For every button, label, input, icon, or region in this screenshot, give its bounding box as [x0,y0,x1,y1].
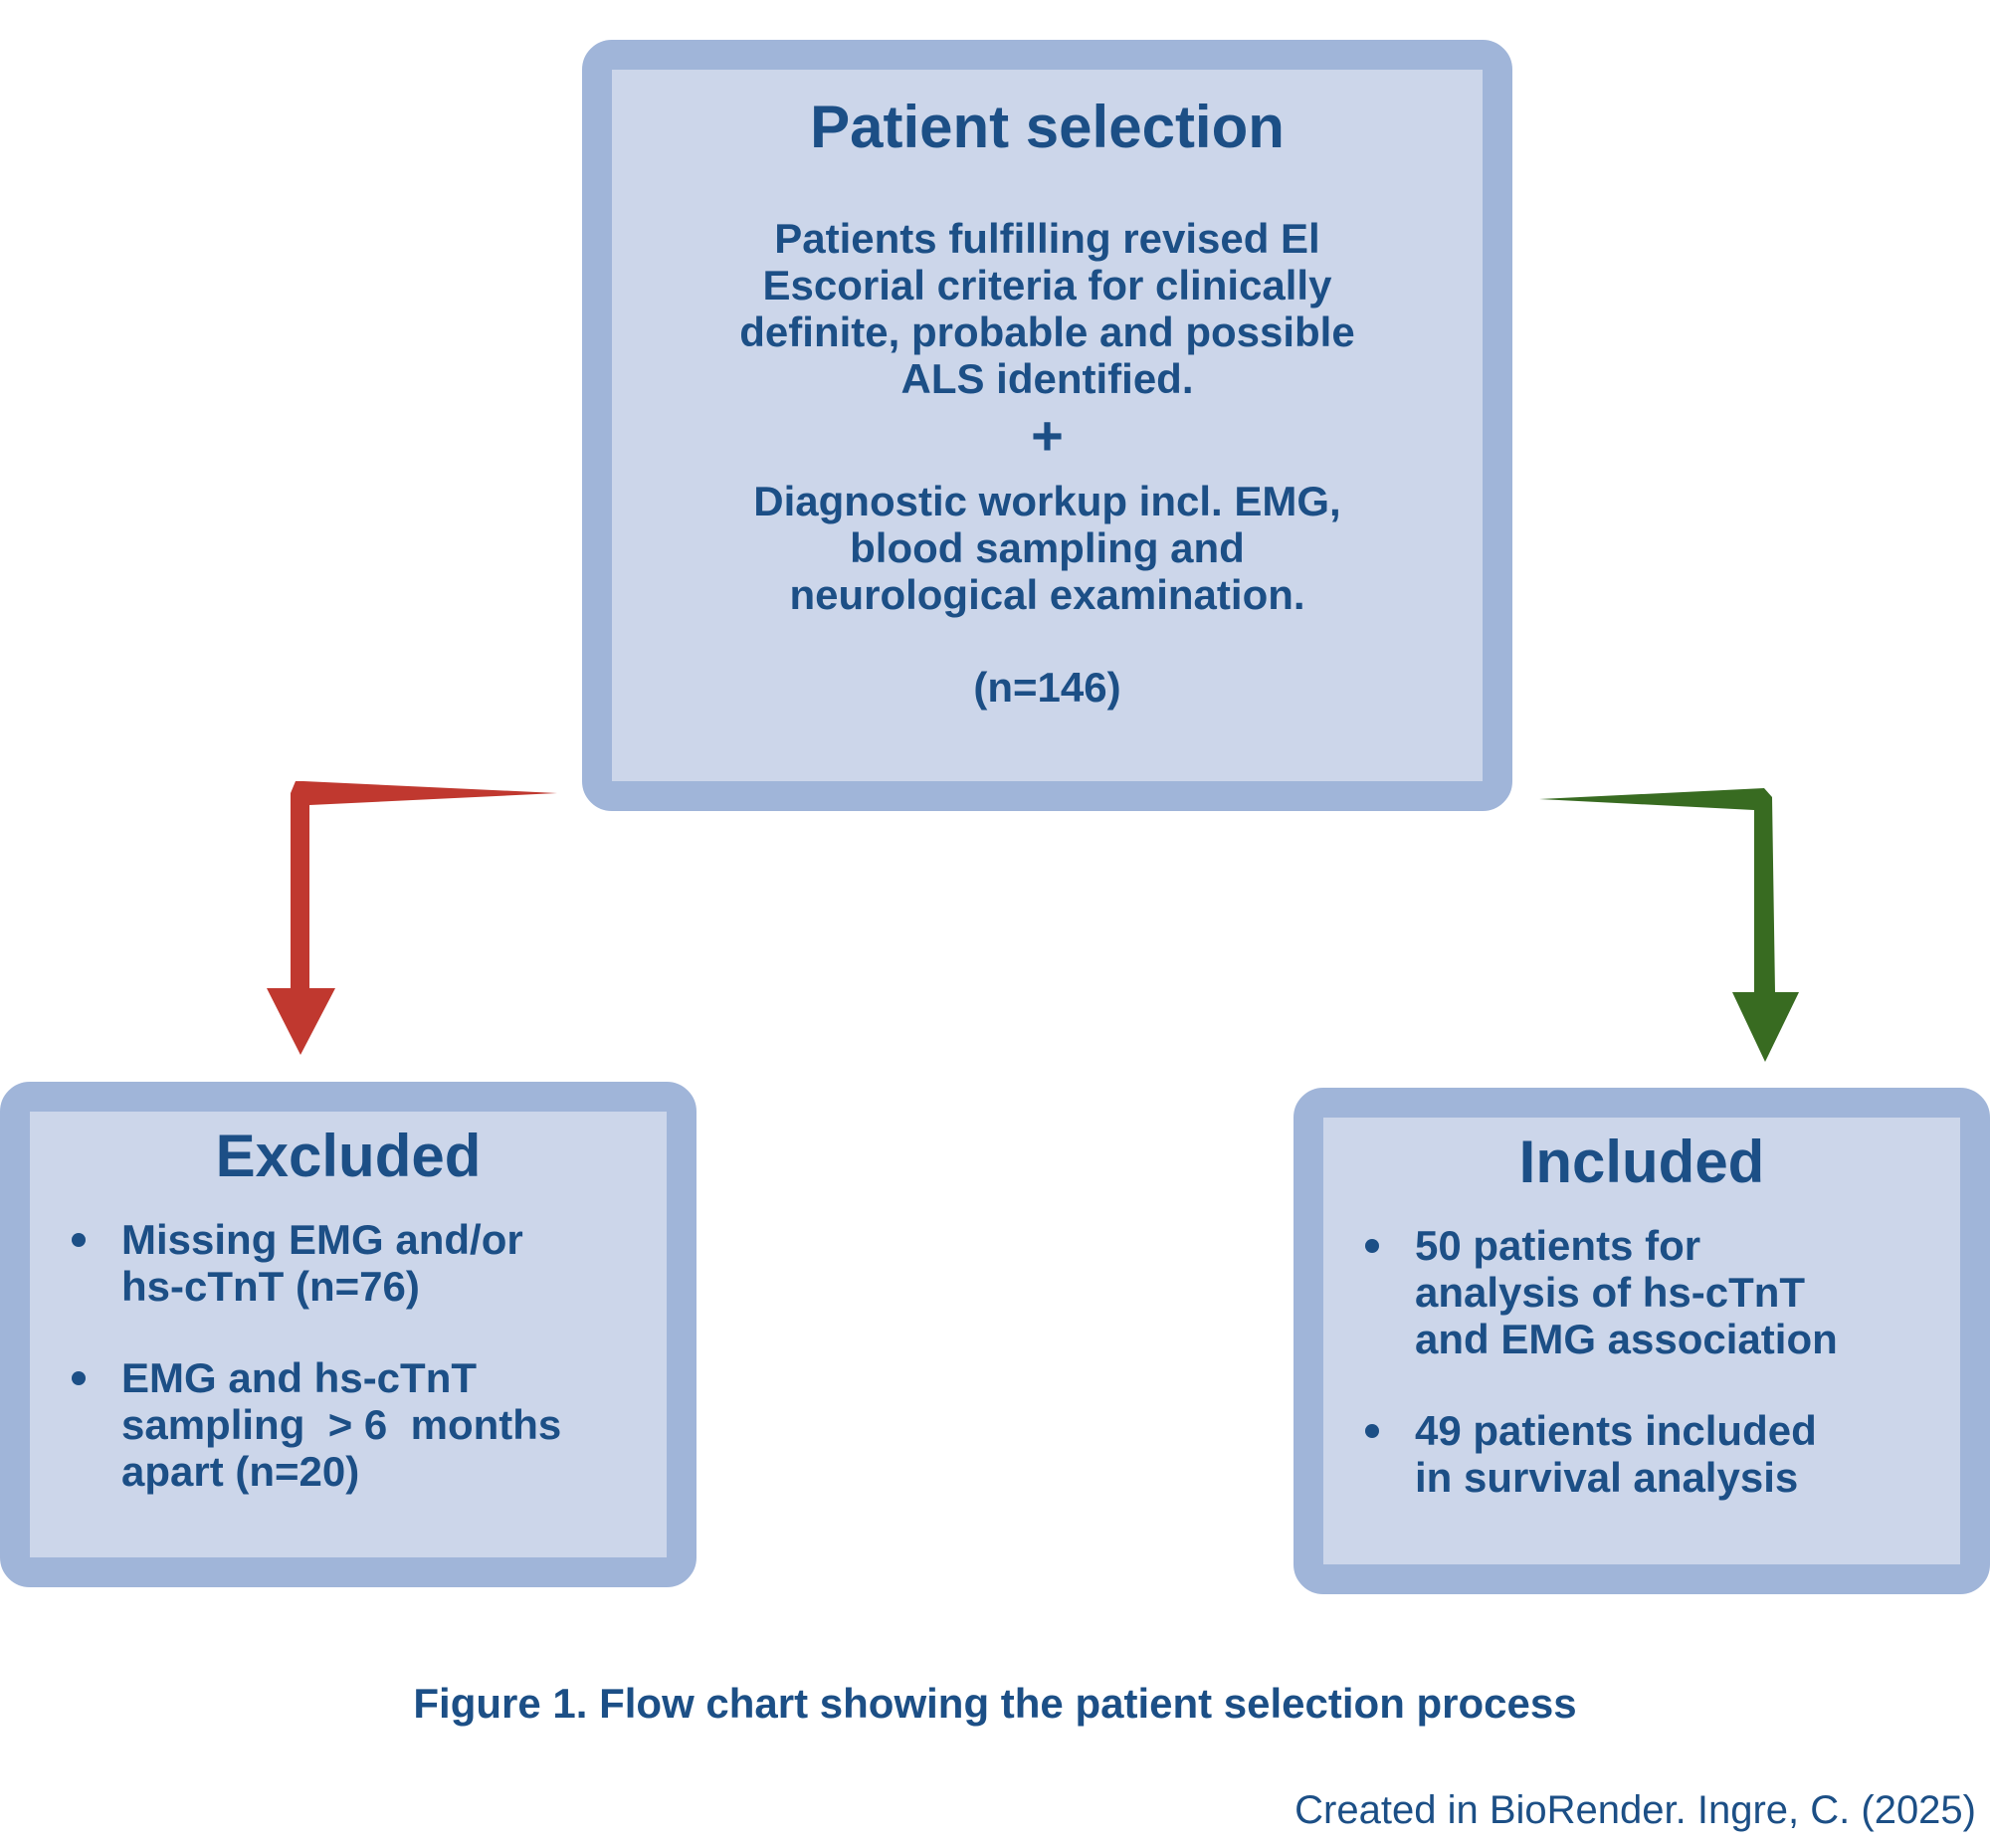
included-list: 50 patients for analysis of hs-cTnT and … [1365,1222,1838,1545]
list-item-line: 49 patients included [1415,1407,1817,1454]
list-item-line: in survival analysis [1415,1454,1799,1501]
list-item: 49 patients included in survival analysi… [1365,1407,1838,1501]
patient-count: (n=146) [973,664,1121,711]
list-item-line: hs-cTnT (n=76) [121,1263,420,1310]
included-arrow [1539,788,1799,1062]
workup-line: Diagnostic workup incl. EMG, [753,478,1341,524]
excluded-box: Excluded Missing EMG and/or hs-cTnT (n=7… [0,1082,696,1587]
list-item: 50 patients for analysis of hs-cTnT and … [1365,1222,1838,1362]
criteria-line: Patients fulfilling revised El [774,215,1320,262]
list-item-line: EMG and hs-cTnT [121,1354,477,1401]
bullet-icon [72,1233,86,1247]
included-box: Included 50 patients for analysis of hs-… [1294,1088,1990,1594]
bullet-icon [1365,1424,1379,1438]
list-item: Missing EMG and/or hs-cTnT (n=76) [72,1216,561,1310]
list-item-line: and EMG association [1415,1316,1838,1362]
bullet-icon [1365,1239,1379,1253]
patient-selection-box: Patient selection Patients fulfilling re… [582,40,1512,811]
criteria-line: definite, probable and possible [739,308,1355,355]
list-item-line: analysis of hs-cTnT [1415,1269,1806,1316]
workup-line: neurological examination. [789,571,1305,618]
list-item-line: 50 patients for [1415,1222,1701,1269]
list-item: EMG and hs-cTnT sampling > 6 months apar… [72,1354,561,1495]
excluded-arrow [267,781,557,1055]
list-item-line: sampling > 6 months [121,1401,562,1448]
list-item-line: apart (n=20) [121,1448,360,1495]
criteria-line: Escorial criteria for clinically [762,262,1332,308]
figure-caption: Figure 1. Flow chart showing the patient… [413,1680,1577,1727]
excluded-title: Excluded [215,1123,482,1189]
list-item-line: Missing EMG and/or [121,1216,523,1263]
patient-selection-title: Patient selection [810,94,1285,160]
credit-line: Created in BioRender. Ingre, C. (2025) [1294,1788,1976,1832]
excluded-list: Missing EMG and/or hs-cTnT (n=76) EMG an… [72,1216,561,1540]
bullet-icon [72,1371,86,1385]
criteria-line: ALS identified. [900,355,1194,402]
included-title: Included [1518,1129,1765,1195]
plus-sign: + [1031,404,1064,467]
workup-line: blood sampling and [850,524,1245,571]
